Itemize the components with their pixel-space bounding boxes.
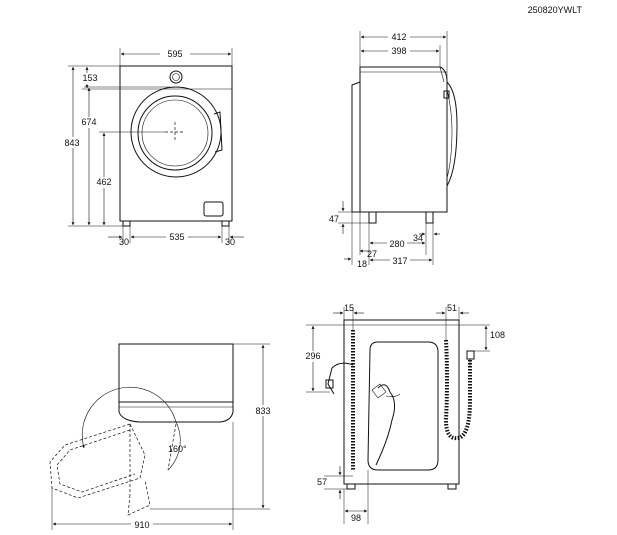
dim-foot-to-rear: 317 <box>392 256 407 266</box>
dim-depth-body: 398 <box>391 46 406 56</box>
dim-rear-left-offset: 15 <box>344 303 354 313</box>
door-glass <box>137 95 213 171</box>
dim-rear-top-offset: 108 <box>490 330 505 340</box>
dim-foot-right: 30 <box>225 237 235 247</box>
dim-rear-offset: 34 <box>413 233 423 243</box>
front-view: 595 843 153 674 462 30 535 30 <box>62 48 244 247</box>
front-foot-left <box>122 220 131 227</box>
inlet-hose <box>443 339 472 441</box>
front-foot-right <box>221 220 230 227</box>
dim-rear-bottom-offset: 57 <box>317 477 327 487</box>
dim-foot-left: 30 <box>119 237 129 247</box>
dim-door-center: 462 <box>96 177 111 187</box>
dim-foot-height: 47 <box>329 214 339 224</box>
dim-height: 843 <box>64 138 79 148</box>
dim-top-panel: 153 <box>82 73 97 83</box>
dim-door-top: 674 <box>81 117 96 127</box>
rear-cabinet <box>343 319 460 485</box>
dim-foot-span: 535 <box>169 232 184 242</box>
rear-panel-recess <box>367 341 439 471</box>
filter-cover <box>203 201 224 217</box>
side-foot-front <box>425 211 434 224</box>
door-handle <box>213 111 223 153</box>
dim-hose-height: 296 <box>305 351 320 361</box>
open-door-outline <box>49 423 146 499</box>
top-view-front <box>118 402 234 423</box>
dim-side-foot-span: 280 <box>389 239 404 249</box>
dim-door-depth: 910 <box>134 520 149 530</box>
dim-opening-angle: 160° <box>168 444 187 454</box>
front-cabinet <box>119 65 233 222</box>
dim-foot-front-offset: 27 <box>367 249 377 259</box>
dim-width: 595 <box>167 49 182 59</box>
top-view-cabinet <box>118 343 234 403</box>
door-open-view: 160° 833 910 <box>49 343 274 530</box>
cable-plug <box>371 383 387 399</box>
dim-rear-bottom-width: 98 <box>351 513 361 523</box>
side-door-bulge <box>446 81 458 187</box>
opening-angle-arc <box>81 386 177 449</box>
program-knob <box>169 70 183 84</box>
power-cable <box>375 384 396 466</box>
side-view: 412 398 47 27 280 34 18 317 <box>329 31 458 269</box>
dim-rear-right-offset: 51 <box>447 303 457 313</box>
model-code: 250820YWLT <box>528 5 583 15</box>
dim-depth-total: 412 <box>391 32 406 42</box>
rear-view: 15 51 108 296 57 98 <box>302 303 505 524</box>
side-foot-rear <box>368 211 377 224</box>
dim-front-offset: 18 <box>357 259 367 269</box>
side-cabinet <box>359 66 448 213</box>
dim-door-height: 833 <box>255 406 270 416</box>
side-rear-panel <box>351 81 361 213</box>
